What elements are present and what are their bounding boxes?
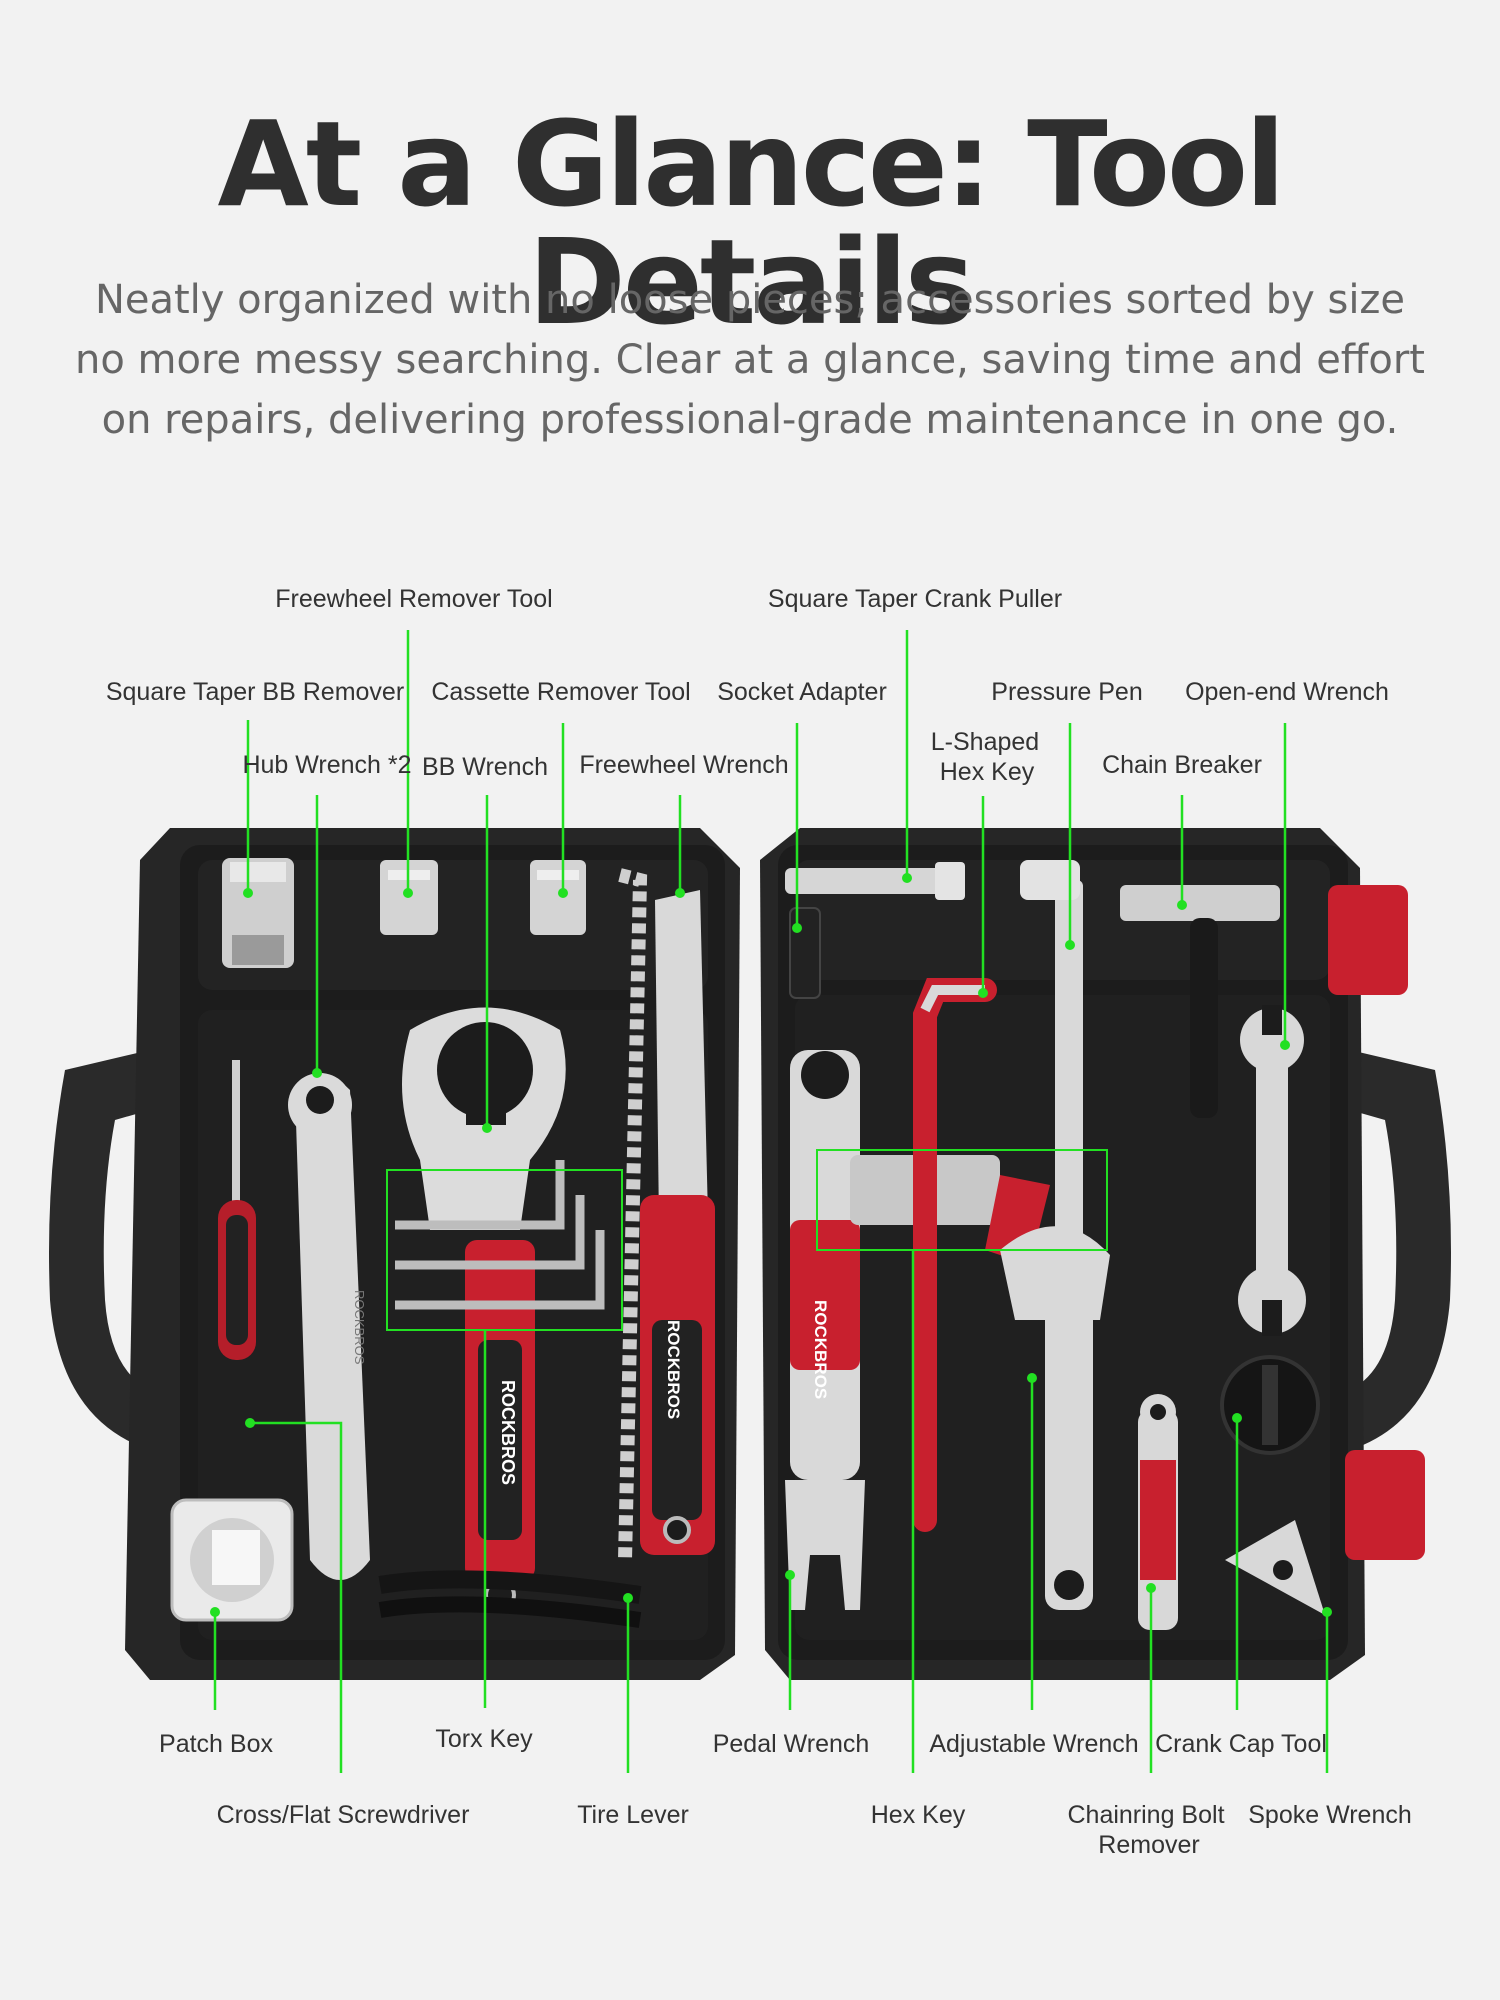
label-hex-key: Hex Key (870, 1801, 966, 1829)
label-cross-flat-screwdriver: Cross/Flat Screwdriver (216, 1801, 470, 1829)
label-torx-key: Torx Key (435, 1725, 533, 1753)
label-bb-wrench: BB Wrench (422, 753, 548, 781)
chain-breaker-tool (1120, 885, 1280, 1118)
label-freewheel-remover-tool: Freewheel Remover Tool (275, 585, 553, 613)
screwdriver-tool (218, 1060, 256, 1360)
label-crank-cap-tool: Crank Cap Tool (1155, 1730, 1327, 1758)
label-adjustable-wrench: Adjustable Wrench (929, 1730, 1139, 1758)
hex-key-highlight-box (816, 1149, 1108, 1251)
label-tire-lever: Tire Lever (577, 1801, 689, 1829)
subtitle-line: no more messy searching. Clear at a glan… (75, 337, 1425, 383)
label-square-taper-crank-puller: Square Taper Crank Puller (767, 585, 1063, 613)
callout-anchor-dots (210, 873, 1332, 1617)
label-chainring-bolt-remover-line2: Remover (1098, 1831, 1200, 1859)
socket-adapter-tool (789, 907, 821, 999)
freewheel-wrench-tool: ROCKBROS (618, 868, 715, 1561)
label-l-shaped-hex-key-line1: L-Shaped (930, 728, 1040, 756)
case-handle-right (1350, 1050, 1451, 1450)
label-pedal-wrench: Pedal Wrench (712, 1730, 870, 1758)
callout-leader-lines (213, 630, 1329, 1773)
spoke-wrench-tool (1225, 1520, 1325, 1615)
page-title: At a Glance: Tool Details (217, 95, 1285, 351)
label-open-end-wrench: Open-end Wrench (1185, 678, 1389, 706)
case-latch-top (1328, 885, 1408, 995)
label-chain-breaker: Chain Breaker (1102, 751, 1262, 779)
patch-box (170, 1498, 294, 1622)
brand-logo: ROCKBROS (352, 1290, 367, 1365)
subtitle-line: Neatly organized with no loose pieces; a… (94, 277, 1406, 323)
brand-logo: ROCKBROS (664, 1320, 683, 1419)
label-cassette-remover-tool: Cassette Remover Tool (431, 678, 691, 706)
label-l-shaped-hex-key-line2: Hex Key (939, 758, 1035, 786)
label-freewheel-wrench: Freewheel Wrench (579, 751, 789, 779)
subtitle-line: on repairs, delivering professional-grad… (101, 397, 1399, 443)
label-spoke-wrench: Spoke Wrench (1248, 1801, 1412, 1829)
label-patch-box: Patch Box (159, 1730, 273, 1758)
torx-key-highlight-box (386, 1169, 623, 1331)
crank-puller-tool (785, 862, 965, 900)
pressure-pen-tool (1020, 860, 1083, 1280)
hub-wrench-tool: ROCKBROS (288, 1073, 370, 1580)
cassette-remover-tool (530, 860, 586, 935)
label-square-taper-bb-remover: Square Taper BB Remover (105, 678, 405, 706)
label-pressure-pen: Pressure Pen (991, 678, 1143, 706)
case-latch-bottom (1345, 1450, 1425, 1560)
tire-lever-set (378, 1570, 642, 1628)
brand-logo: ROCKBROS (811, 1300, 830, 1399)
chainring-bolt-remover-tool (1138, 1394, 1178, 1630)
case-handle-left (49, 1050, 150, 1450)
open-end-wrench-tool (1238, 1005, 1306, 1336)
label-socket-adapter: Socket Adapter (717, 678, 887, 706)
pedal-wrench-tool: ROCKBROS (785, 1050, 865, 1610)
torx-key-set (395, 1160, 605, 1310)
subtitle: Neatly organized with no loose pieces; a… (60, 270, 1440, 450)
brand-logo: ROCKBROS (498, 1380, 518, 1485)
label-hub-wrench: Hub Wrench *2 (242, 751, 412, 779)
label-chainring-bolt-remover-line1: Chainring Bolt (1067, 1801, 1225, 1829)
square-taper-bb-remover-tool (222, 858, 294, 968)
crank-cap-tool (1220, 1355, 1320, 1455)
l-shaped-hex-key-tool (913, 978, 997, 1532)
